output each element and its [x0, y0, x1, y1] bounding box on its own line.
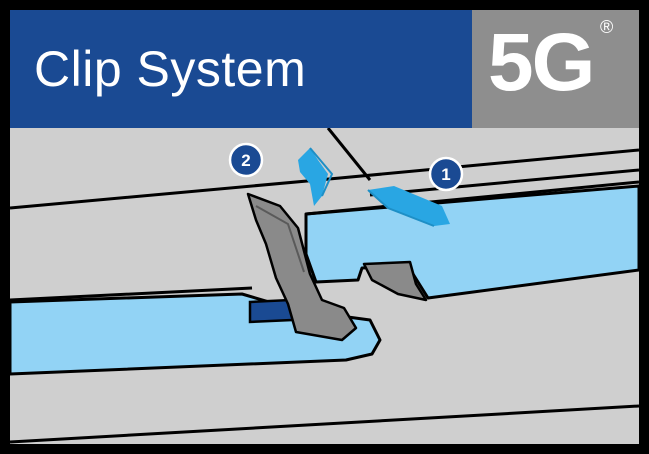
step-1-label: 1: [441, 165, 450, 184]
arrow-1-icon: [367, 186, 450, 227]
brand-logo-text: 5G: [488, 17, 595, 108]
board-line-top: [10, 148, 639, 210]
board-line-left: [10, 286, 253, 302]
board-line-bottom: [10, 404, 639, 444]
clip-icon: [246, 192, 428, 342]
clip-diagram: 2 1: [10, 127, 639, 444]
arrow-2-icon: [298, 147, 334, 206]
step-2-badge: 2: [228, 142, 264, 178]
header-banner: Clip System 5G ®: [10, 10, 639, 128]
registered-mark: ®: [600, 17, 614, 37]
floor-lines: [10, 127, 639, 444]
left-board: [10, 292, 382, 376]
brand-panel: 5G ®: [472, 10, 639, 128]
step-1-badge: 1: [428, 156, 464, 192]
page-title: Clip System: [34, 41, 307, 97]
title-panel: Clip System: [10, 10, 472, 128]
board-line-diagonal: [326, 127, 372, 181]
step-2-label: 2: [241, 151, 250, 170]
illustration-canvas: 2 1 Clip System 5G ®: [10, 10, 639, 444]
